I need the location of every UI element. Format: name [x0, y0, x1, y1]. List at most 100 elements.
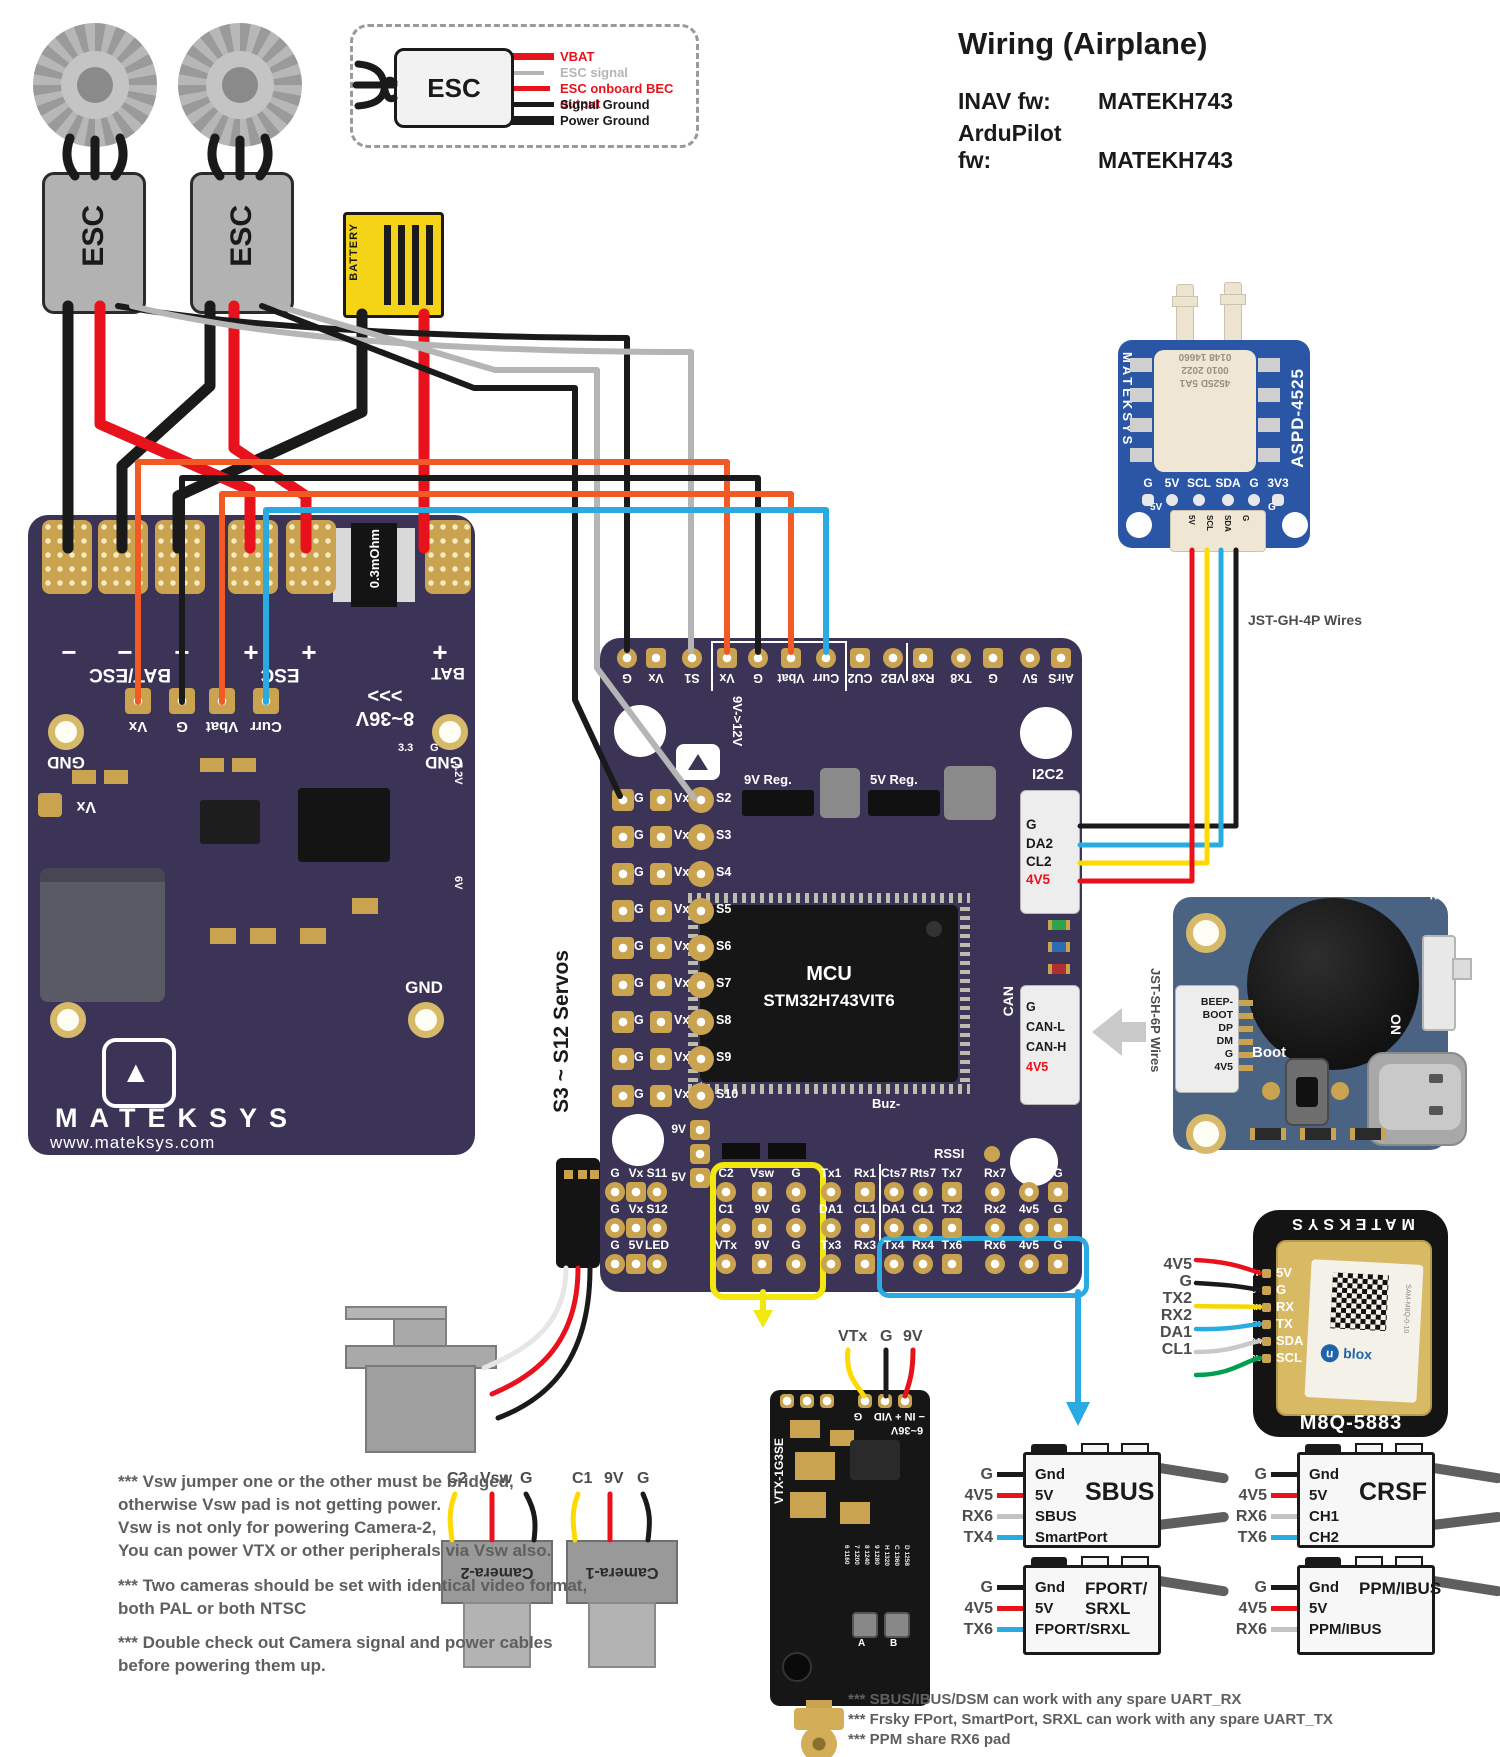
fc-row-pad [1048, 1182, 1068, 1202]
receiver-wire-line [1271, 1472, 1298, 1477]
fc-row-pad [716, 1254, 736, 1274]
uart-callout-box [877, 1236, 1089, 1298]
smd [1258, 448, 1280, 462]
smd [1130, 448, 1152, 462]
pdb-small-pad-label: Vbat [205, 718, 239, 735]
pdb-big-pad [155, 520, 205, 594]
fc-row-label: G [1053, 1238, 1063, 1252]
receiver-pin: Gnd [1309, 1579, 1339, 1596]
buzzer-pin-stub [1239, 1052, 1253, 1058]
conn-pin: G [1241, 515, 1250, 522]
aspd-pad [1193, 494, 1205, 506]
boot-button [1285, 1058, 1329, 1126]
note-left: *** Two cameras should be set with ident… [118, 1574, 716, 1620]
fc-row-pad [1048, 1254, 1068, 1274]
fc-servo-label-s: S6 [716, 939, 732, 953]
receiver-wire-line [997, 1585, 1024, 1590]
fc-servo-pad-vx [650, 1048, 672, 1070]
aspd-pad-label: 3V3 [1267, 476, 1289, 490]
vtx-button-b [884, 1612, 910, 1638]
fc-top-pad [1020, 648, 1040, 668]
fw-label: INAV fw: [958, 88, 1051, 114]
receiver-wire-label: G [980, 1579, 993, 1596]
fc-row-label: Rx1 [853, 1166, 876, 1180]
fc-servo-pad-s [688, 861, 714, 887]
chip-line: 0148 14660 [1178, 351, 1232, 362]
gps-pad-label: RX [1276, 1299, 1295, 1314]
pdb-g-label: G [430, 742, 439, 754]
pdb-pad-mark: + [243, 637, 259, 667]
pitot-barb [1220, 294, 1246, 305]
fc-row-pad [884, 1218, 904, 1238]
fw-line-ardupilot: ArduPilot fw:MATEKH743 [958, 120, 1233, 174]
pdb-label-range: 8~36V>>> [330, 683, 440, 729]
pdb-72v-label: 7.2V [452, 762, 464, 785]
fc-servo-label-g: G [634, 976, 644, 990]
smd [104, 770, 128, 784]
fc-servo-label-s: S7 [716, 976, 732, 990]
receiver-box [1297, 1452, 1435, 1548]
fc-hole [1010, 1138, 1058, 1186]
fc-servo-pad-g [612, 863, 634, 885]
pdb-gnd-hole [50, 1002, 86, 1038]
fc-servo-pad-vx [650, 863, 672, 885]
motor-1-hub [77, 67, 113, 103]
vsw-9v-label: 9V [671, 1122, 686, 1136]
vsw-5v-label: 5V [671, 1170, 686, 1184]
fc-servo-label-s: S9 [716, 1050, 732, 1064]
buzzer-pin-label: DP [1218, 1022, 1233, 1034]
fc-row-pad [821, 1218, 841, 1238]
fc-servo-label-g: G [634, 939, 644, 953]
qr-code [1330, 1272, 1389, 1332]
fc-servo-pad-vx [650, 1011, 672, 1033]
fc-servo-label-s: S5 [716, 902, 732, 916]
aspd-conn-5v: 5V [1150, 502, 1163, 513]
fc-row-label: Rx7 [983, 1166, 1006, 1180]
fc-cap [820, 768, 860, 818]
boot-label: Boot [1252, 1044, 1287, 1061]
fc-row-label: 5V [628, 1238, 644, 1252]
fc-row-label: G [791, 1166, 801, 1180]
pdb-gnd-label: GND [425, 753, 463, 772]
smd [790, 1420, 820, 1438]
fc-row-label: Rx4 [911, 1238, 934, 1252]
fc-jumper-block [722, 1143, 760, 1159]
pdb-vx-label: Vx [76, 798, 96, 815]
usb-slot [1429, 1106, 1443, 1115]
fc-row-pad [855, 1182, 875, 1202]
receiver-pin: FPORT/SRXL [1035, 1621, 1131, 1638]
fc-5v-reg-chip [868, 790, 940, 816]
vtx-freq-col: 9 1280 [873, 1545, 880, 1565]
gps-sticker: u blox SAM-M8Q-0-10 [1304, 1259, 1424, 1403]
camera-wire-label: C2 [447, 1470, 468, 1487]
fc-top-label: CU2 [847, 671, 873, 685]
vtx-pad [820, 1394, 834, 1408]
buz-label: Buz- [872, 1096, 901, 1111]
fc-row-label: Tx7 [941, 1166, 963, 1180]
fc-hole [1020, 707, 1072, 759]
fc-top-pad [913, 648, 933, 668]
fc-row-label: CL1 [911, 1202, 935, 1216]
fc-9v-reg-chip [742, 790, 814, 816]
aspd-pad-label: SDA [1215, 476, 1241, 490]
fc-row-pad [752, 1218, 772, 1238]
mcu-pins-top [688, 893, 970, 903]
pdb-small-pad-label: Vx [128, 718, 148, 735]
fc-servo-label-g: G [634, 828, 644, 842]
power-switch [1422, 935, 1456, 1031]
pdb-big-pad [98, 520, 148, 594]
fc-top-pad [1051, 648, 1071, 668]
pdb-range-arrows: >>> [367, 684, 403, 706]
fc-servo-label-g: G [634, 1050, 644, 1064]
vsw-jumper-pad [690, 1168, 710, 1188]
vtx-freq-col: H 1320 [883, 1545, 890, 1566]
note-line: You can power VTX or other peripherals v… [118, 1541, 552, 1560]
mcu-line1: MCU [806, 963, 852, 985]
fc-row-divider [879, 1164, 881, 1288]
buzzer-connector [1175, 985, 1239, 1093]
switch-lever [1452, 958, 1472, 980]
receiver-wire-line [997, 1606, 1024, 1611]
buzzer-hole [1186, 1114, 1226, 1154]
fc-row-label: G [791, 1238, 801, 1252]
i2c2-pin: 4V5 [1026, 872, 1051, 887]
